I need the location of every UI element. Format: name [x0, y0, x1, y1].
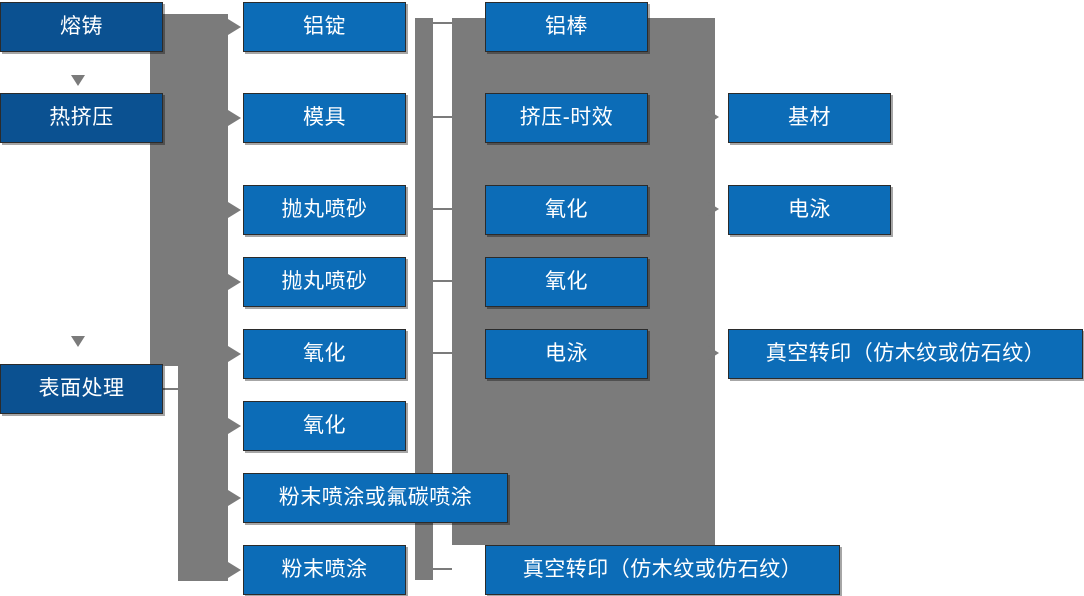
process-label-c2-powder-fluoro: 粉末喷涂或氟碳喷涂: [278, 486, 473, 510]
arrow-to-c2-powder: [228, 562, 241, 578]
arrow-to-c4-electrophoresis: [708, 202, 719, 216]
stage-label-extrusion: 热挤压: [49, 106, 114, 130]
process-label-c3-extrude-aging: 挤压-时效: [519, 106, 614, 130]
stem-to-c4-electrophoresis: [700, 207, 712, 211]
arrow-to-c2-powder-fluoro: [228, 490, 241, 506]
process-box-c4-electrophoresis[interactable]: 电泳: [728, 185, 891, 235]
process-label-c2-shotblast-2: 抛丸喷砂: [281, 270, 368, 294]
process-box-c3-extrude-aging[interactable]: 挤压-时效: [485, 93, 648, 143]
process-label-c3-oxidation-1: 氧化: [545, 198, 588, 222]
process-box-c3-oxidation-2[interactable]: 氧化: [485, 257, 648, 307]
arrow-to-c2-mould: [228, 110, 241, 126]
process-box-c2-shotblast-2[interactable]: 抛丸喷砂: [243, 257, 406, 307]
rung-to-c3-vacuum-transfer: [433, 568, 452, 570]
process-label-c2-powder: 粉末喷涂: [281, 558, 368, 582]
process-box-c2-mould[interactable]: 模具: [243, 93, 406, 143]
arrow-melting-to-extrusion: [71, 75, 85, 86]
process-label-c2-mould: 模具: [303, 106, 346, 130]
rung-to-c3-oxidation-2: [433, 280, 452, 282]
process-label-c4-substrate: 基材: [788, 106, 831, 130]
arrow-extrusion-to-surface: [71, 336, 85, 347]
arrow-to-c2-ingot: [228, 19, 241, 35]
rung-to-c3-electrophoresis: [433, 352, 452, 354]
process-box-c3-electrophoresis[interactable]: 电泳: [485, 329, 648, 379]
arrow-to-c2-oxidation-1: [228, 346, 241, 362]
arrow-to-c4-substrate: [708, 110, 719, 124]
process-label-c4-electrophoresis: 电泳: [788, 198, 831, 222]
arrow-to-c2-oxidation-2: [228, 418, 241, 434]
connector-band-left-lower: [178, 366, 228, 581]
process-box-c2-powder-fluoro[interactable]: 粉末喷涂或氟碳喷涂: [243, 473, 508, 523]
process-box-c2-oxidation-1[interactable]: 氧化: [243, 329, 406, 379]
process-label-c3-vacuum-transfer: 真空转印（仿木纹或仿石纹）: [522, 558, 803, 582]
rung-to-c3-bar: [433, 22, 452, 24]
stage-box-surface[interactable]: 表面处理: [0, 364, 163, 414]
process-label-c2-oxidation-2: 氧化: [303, 414, 346, 438]
process-box-c3-oxidation-1[interactable]: 氧化: [485, 185, 648, 235]
process-label-c2-ingot: 铝锭: [303, 15, 346, 39]
process-label-c3-bar: 铝棒: [545, 15, 588, 39]
stem-to-c4-substrate: [700, 115, 712, 119]
stage-box-melting[interactable]: 熔铸: [0, 2, 163, 52]
stage-label-melting: 熔铸: [60, 15, 103, 39]
process-label-c4-vacuum-transfer: 真空转印（仿木纹或仿石纹）: [765, 342, 1046, 366]
rung-to-c3-extrude-aging: [433, 116, 452, 118]
connector-band-left-upper: [150, 14, 228, 366]
process-label-c3-electrophoresis: 电泳: [545, 342, 588, 366]
stem-to-c4-vacuum-transfer: [700, 351, 712, 355]
process-box-c2-oxidation-2[interactable]: 氧化: [243, 401, 406, 451]
stage-box-extrusion[interactable]: 热挤压: [0, 93, 163, 143]
process-box-c4-vacuum-transfer[interactable]: 真空转印（仿木纹或仿石纹）: [728, 329, 1083, 379]
process-box-c3-bar[interactable]: 铝棒: [485, 2, 648, 52]
arrow-to-c4-vacuum-transfer: [708, 346, 719, 360]
process-box-c2-powder[interactable]: 粉末喷涂: [243, 545, 406, 595]
arrow-to-c2-shotblast-2: [228, 274, 241, 290]
process-box-c2-ingot[interactable]: 铝锭: [243, 2, 406, 52]
process-box-c2-shotblast-1[interactable]: 抛丸喷砂: [243, 185, 406, 235]
rung-to-c3-oxidation-1: [433, 208, 452, 210]
process-label-c2-shotblast-1: 抛丸喷砂: [281, 198, 368, 222]
arrow-to-c2-shotblast-1: [228, 202, 241, 218]
process-box-c3-vacuum-transfer[interactable]: 真空转印（仿木纹或仿石纹）: [485, 545, 840, 595]
process-label-c2-oxidation-1: 氧化: [303, 342, 346, 366]
connector-bar-mid: [415, 18, 433, 580]
process-box-c4-substrate[interactable]: 基材: [728, 93, 891, 143]
connector-surface-stub: [163, 388, 185, 390]
stage-label-surface: 表面处理: [38, 377, 125, 401]
process-label-c3-oxidation-2: 氧化: [545, 270, 588, 294]
